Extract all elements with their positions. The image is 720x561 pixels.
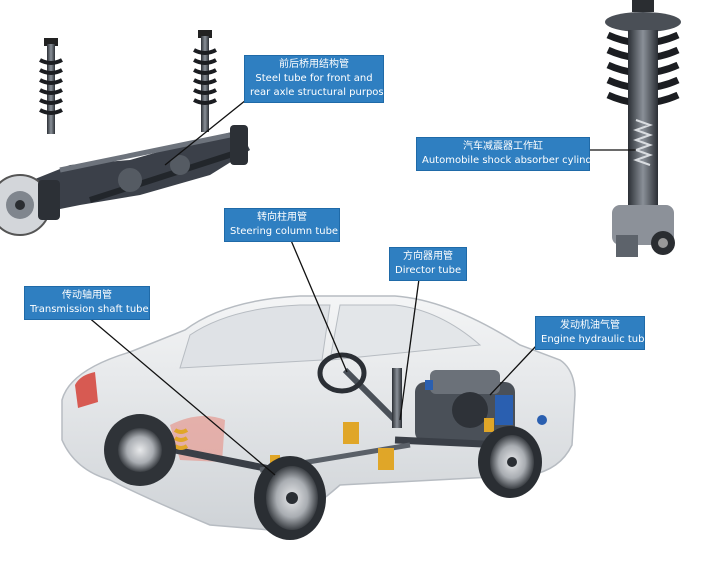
label-steel-tube-axle: 前后桥用结构管 Steel tube for front and rear ax… [244,55,390,103]
label-shock-absorber-cylinder: 汽车减震器工作缸 Automobile shock absorber cylin… [416,137,603,171]
label-shock-zh: 汽车减震器工作缸 [463,141,543,152]
label-director-en: Director tube [395,265,462,276]
rear-axle-assembly [0,30,250,236]
leader-line-engine [489,344,538,396]
label-steel-en-line1: Steel tube for front and [255,73,373,84]
leader-lines [86,99,636,476]
label-steering-column-tube: 转向柱用管 Steering column tube [224,208,340,242]
label-engine-zh: 发动机油气管 [560,320,620,331]
label-transmission-shaft-tube: 传动轴用管 Transmission shaft tube [24,286,150,320]
label-director-tube: 方向器用管 Director tube [389,247,467,281]
label-steering-zh: 转向柱用管 [257,212,307,223]
label-trans-en: Transmission shaft tube [30,304,149,315]
label-steel-en-line2: rear axle structural purpose [250,87,390,98]
leader-line-steel [164,99,247,166]
label-director-zh: 方向器用管 [403,251,453,262]
label-trans-zh: 传动轴用管 [62,290,112,301]
label-steering-en: Steering column tube [230,226,339,237]
label-steel-zh: 前后桥用结构管 [279,59,349,70]
leader-line-director [399,278,420,421]
label-engine-hydraulic-tube: 发动机油气管 Engine hydraulic tube [535,316,651,350]
leader-line-trans [86,315,276,476]
car-cutaway [61,295,576,540]
leader-line-steering [289,237,348,373]
shock-absorber [605,0,681,257]
label-engine-en: Engine hydraulic tube [541,334,651,345]
label-shock-en: Automobile shock absorber cylinder [422,155,603,166]
